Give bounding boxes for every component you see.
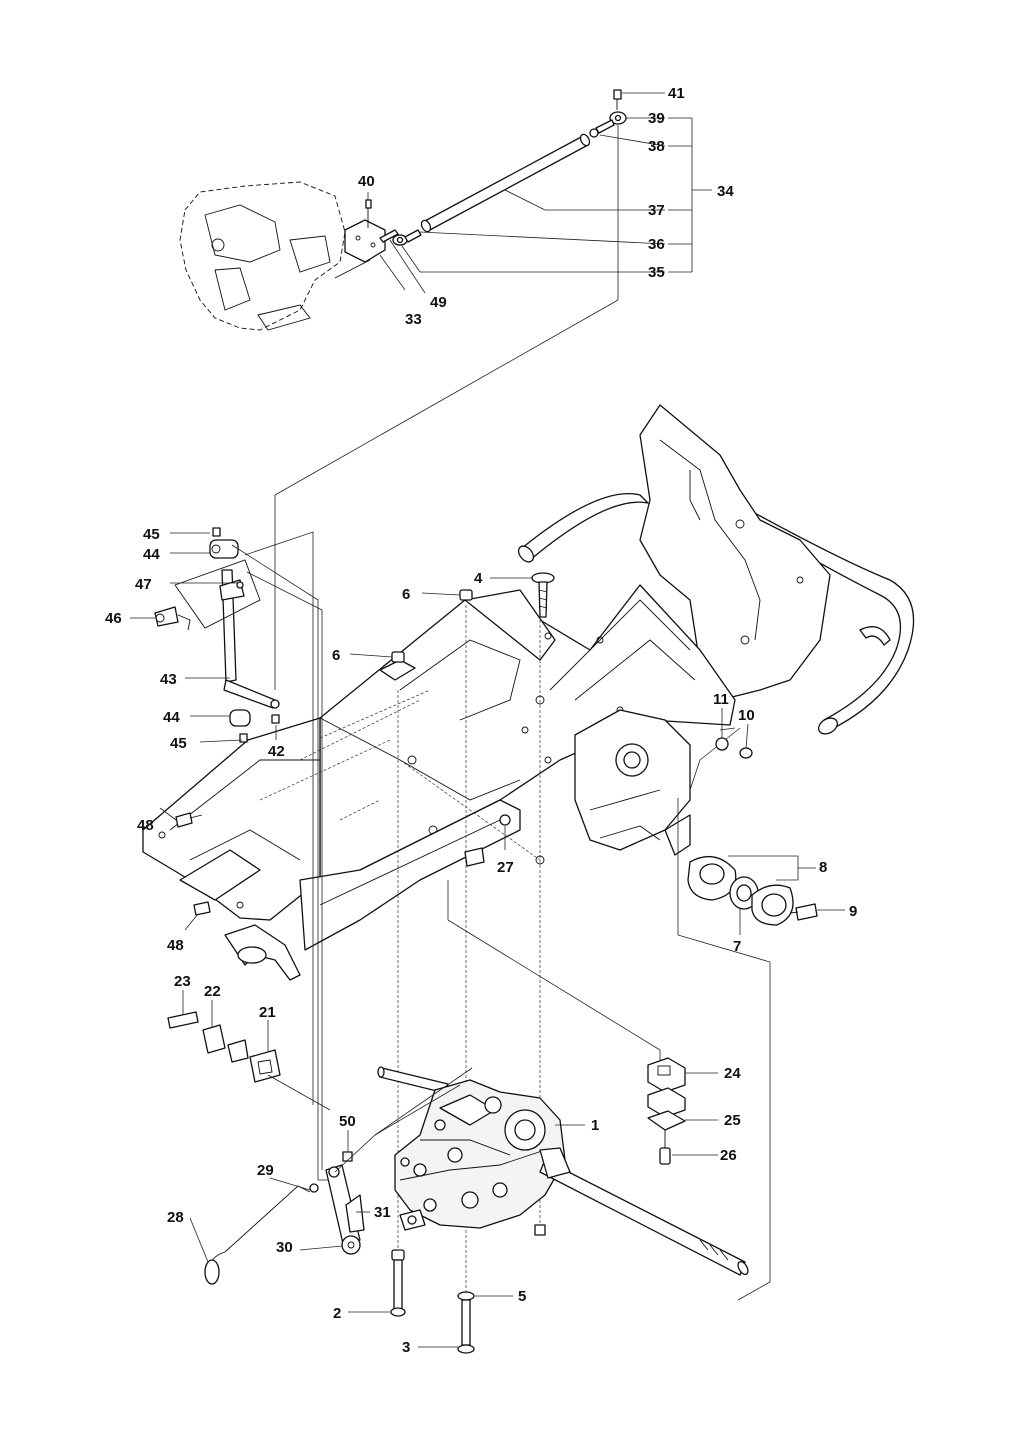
callout-3: 3: [402, 1339, 410, 1356]
callout-49: 49: [430, 294, 447, 311]
callout-9: 9: [849, 903, 857, 920]
callout-24: 24: [724, 1065, 741, 1082]
callout-45-bottom: 45: [170, 735, 187, 752]
callout-37: 37: [648, 202, 665, 219]
callout-48-top: 48: [137, 817, 154, 834]
callout-39: 39: [648, 110, 665, 127]
callout-31: 31: [374, 1204, 391, 1221]
steering-rod-assembly: [179, 89, 627, 331]
callout-38: 38: [648, 138, 665, 155]
callout-10: 10: [738, 707, 755, 724]
callout-25: 25: [724, 1112, 741, 1129]
lever-leaders: [130, 531, 330, 1181]
callout-6-bottom: 6: [332, 647, 340, 664]
engine-mount-left: [167, 880, 661, 1111]
callout-50: 50: [339, 1113, 356, 1130]
callout-36: 36: [648, 236, 665, 253]
frame-dashed-guides: [259, 605, 541, 1310]
callout-44-bottom: 44: [163, 709, 180, 726]
tie-rod: [420, 133, 591, 233]
callout-28: 28: [167, 1209, 184, 1226]
callout-1: 1: [591, 1117, 599, 1134]
callout-41: 41: [668, 85, 685, 102]
callout-2: 2: [333, 1305, 341, 1322]
upper-housing-sketch: [179, 181, 371, 331]
callout-27: 27: [497, 859, 514, 876]
callout-48-bottom: 48: [167, 937, 184, 954]
callout-30: 30: [276, 1239, 293, 1256]
callout-6-top: 6: [402, 586, 410, 603]
callout-45-top: 45: [143, 526, 160, 543]
callout-8: 8: [819, 859, 827, 876]
frame-hardware-leaders: [159, 577, 741, 931]
top-leaders: [274, 92, 712, 690]
callout-42: 42: [268, 743, 285, 760]
callout-34: 34: [717, 183, 734, 200]
transaxle: [377, 1066, 749, 1276]
bearing-kit-leaders: [677, 708, 845, 1301]
callout-29: 29: [257, 1162, 274, 1179]
callout-labels: 41 39 38 34 37 36 35 40 49 33 45 44 47 4…: [105, 85, 857, 1356]
transaxle-bolts: [348, 1249, 513, 1354]
bearing-kit: [687, 737, 818, 926]
callout-43: 43: [160, 671, 177, 688]
frame-hardware: [175, 572, 555, 916]
bracket: [344, 199, 399, 263]
callout-40: 40: [358, 173, 375, 190]
callout-46: 46: [105, 610, 122, 627]
engine-mount-right: [647, 1057, 718, 1165]
rod-end-upper: [589, 89, 627, 138]
callout-5: 5: [518, 1288, 526, 1305]
callout-11: 11: [713, 691, 729, 708]
callout-22: 22: [204, 983, 221, 1000]
callout-7: 7: [733, 938, 741, 955]
control-lever: [154, 527, 280, 743]
frame: [142, 404, 915, 981]
callout-47: 47: [135, 576, 152, 593]
callout-23: 23: [174, 973, 191, 990]
bypass-linkage: [189, 1067, 473, 1285]
callout-35: 35: [648, 264, 665, 281]
callout-33: 33: [405, 311, 422, 328]
callout-21: 21: [259, 1004, 276, 1021]
callout-4: 4: [474, 570, 483, 587]
callout-44-top: 44: [143, 546, 160, 563]
rod-end-lower: [392, 229, 422, 246]
callout-26: 26: [720, 1147, 737, 1164]
